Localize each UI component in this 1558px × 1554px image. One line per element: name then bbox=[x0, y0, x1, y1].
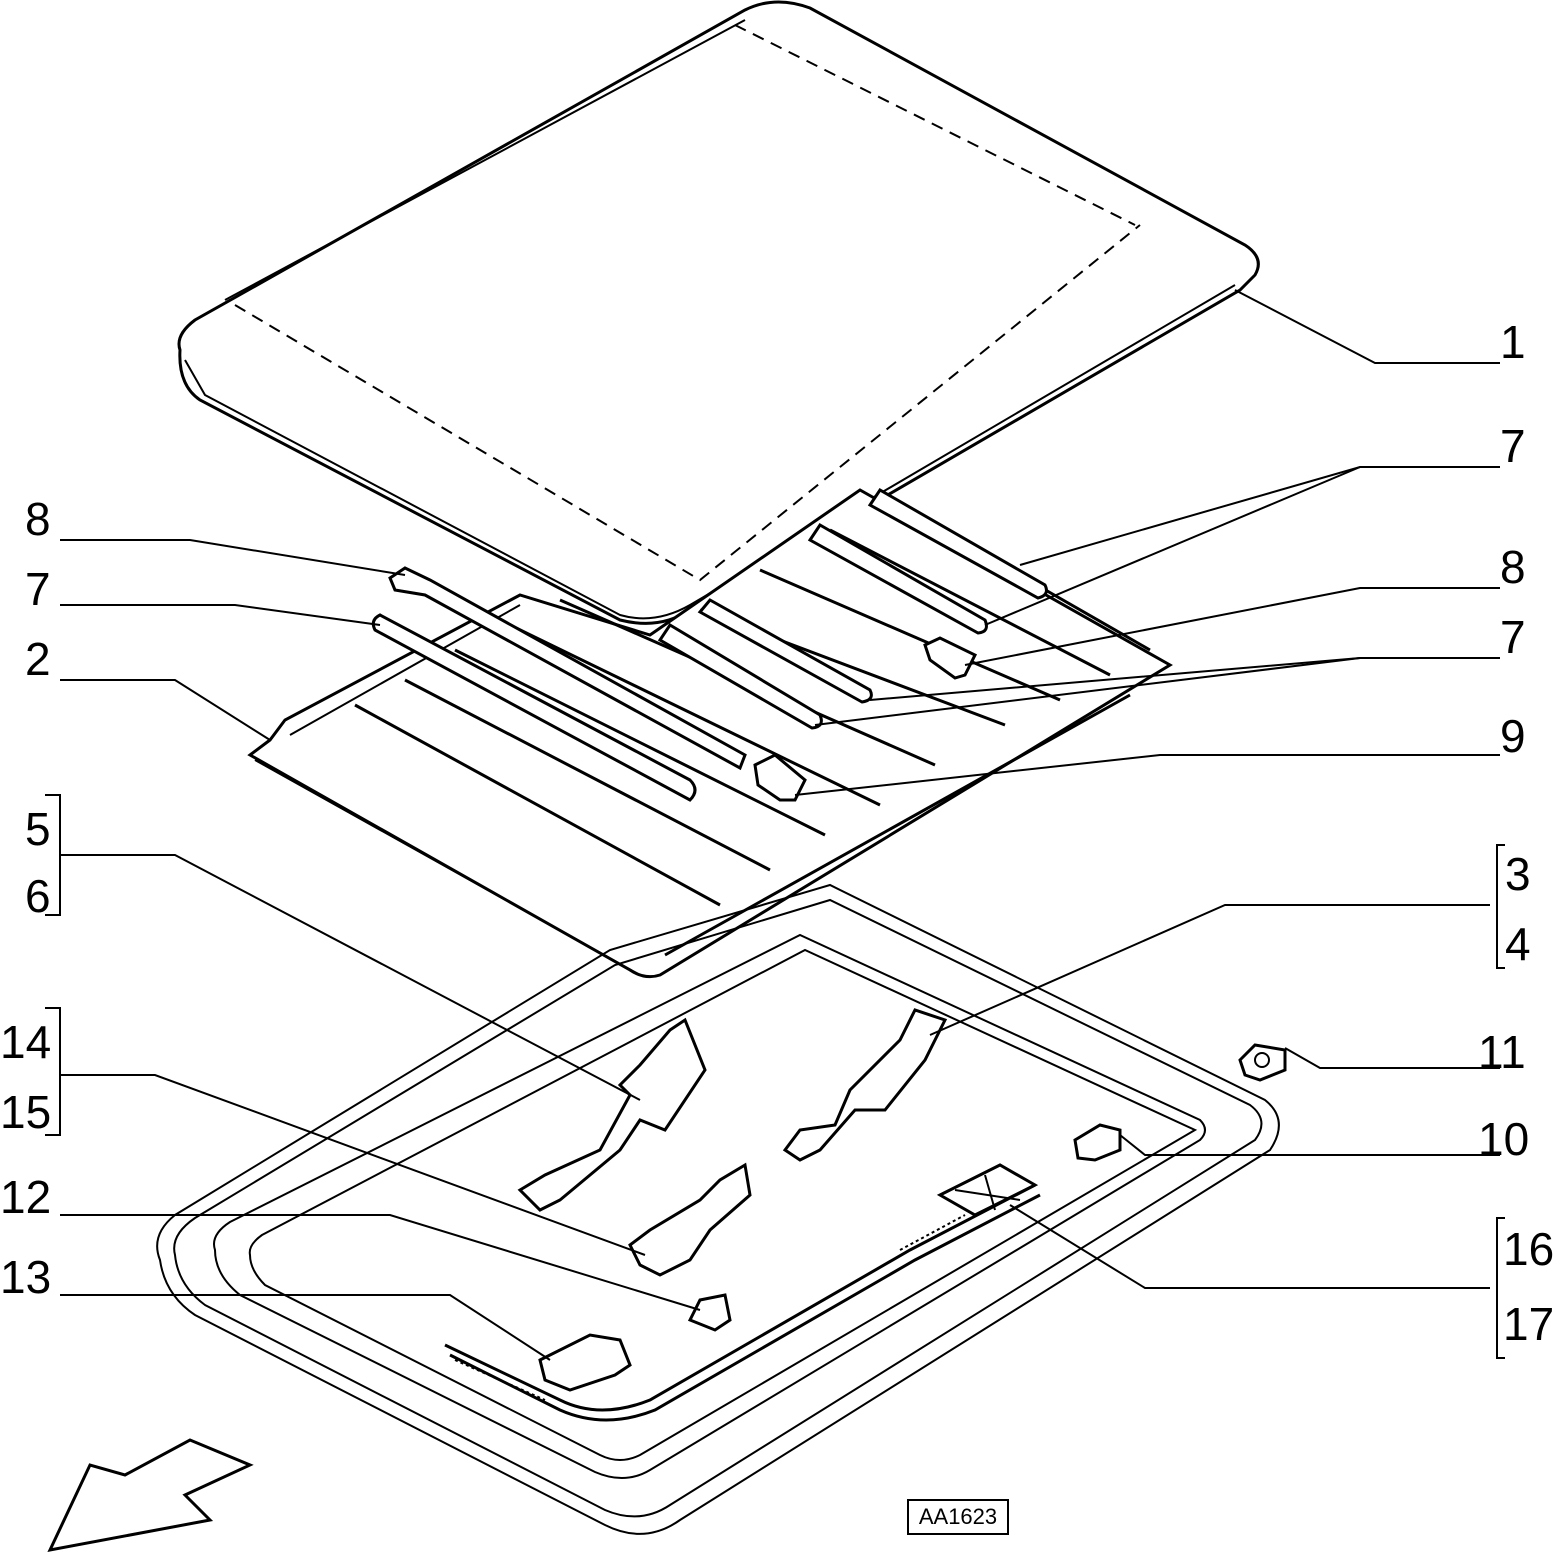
callout-7-top: 7 bbox=[1500, 420, 1526, 472]
callout-9: 9 bbox=[1500, 710, 1526, 762]
callout-6: 6 bbox=[25, 870, 51, 922]
roof-frame bbox=[156, 883, 1280, 1535]
callout-3: 3 bbox=[1505, 848, 1531, 900]
slide-mechanism-left bbox=[517, 1017, 707, 1212]
motor-13 bbox=[538, 1333, 632, 1392]
callout-10: 10 bbox=[1478, 1113, 1529, 1165]
nut-11 bbox=[1238, 1043, 1287, 1082]
roller-blind-assembly bbox=[247, 487, 1173, 979]
spring-tube-right-upper bbox=[807, 487, 1048, 635]
callout-14: 14 bbox=[0, 1016, 51, 1068]
callout-2: 2 bbox=[25, 633, 51, 685]
guide-rod-left bbox=[388, 566, 747, 771]
bracket-14-15 bbox=[628, 1162, 752, 1277]
callout-13: 13 bbox=[0, 1251, 51, 1303]
direction-arrow-icon bbox=[47, 1438, 254, 1553]
leader-lines bbox=[45, 289, 1505, 1361]
callout-17: 17 bbox=[1503, 1298, 1554, 1350]
drive-cable bbox=[444, 1183, 1041, 1422]
spring-tube-right-lower bbox=[657, 598, 873, 730]
callout-8-right: 8 bbox=[1500, 541, 1526, 593]
callout-7-left: 7 bbox=[25, 563, 51, 615]
callout-12: 12 bbox=[0, 1171, 51, 1223]
tension-clip bbox=[753, 753, 807, 802]
drawing-code-box: AA1623 bbox=[907, 1499, 1009, 1535]
callout-5: 5 bbox=[25, 803, 51, 855]
callout-8-left: 8 bbox=[25, 493, 51, 545]
callout-7-right: 7 bbox=[1500, 611, 1526, 663]
callout-16: 16 bbox=[1503, 1223, 1554, 1275]
clip-12 bbox=[687, 1293, 732, 1332]
callout-4: 4 bbox=[1505, 918, 1531, 970]
guide-rod-right bbox=[923, 636, 978, 680]
cable-guide-16-17 bbox=[936, 1163, 1039, 1217]
glass-panel bbox=[177, 0, 1260, 625]
slide-mechanism-right bbox=[782, 1008, 948, 1162]
clip-10 bbox=[1073, 1123, 1122, 1162]
drawing-code: AA1623 bbox=[919, 1504, 997, 1529]
spring-tube-left bbox=[371, 613, 697, 802]
callout-11: 11 bbox=[1478, 1026, 1526, 1078]
callout-15: 15 bbox=[0, 1086, 51, 1138]
callout-1: 1 bbox=[1500, 316, 1526, 368]
